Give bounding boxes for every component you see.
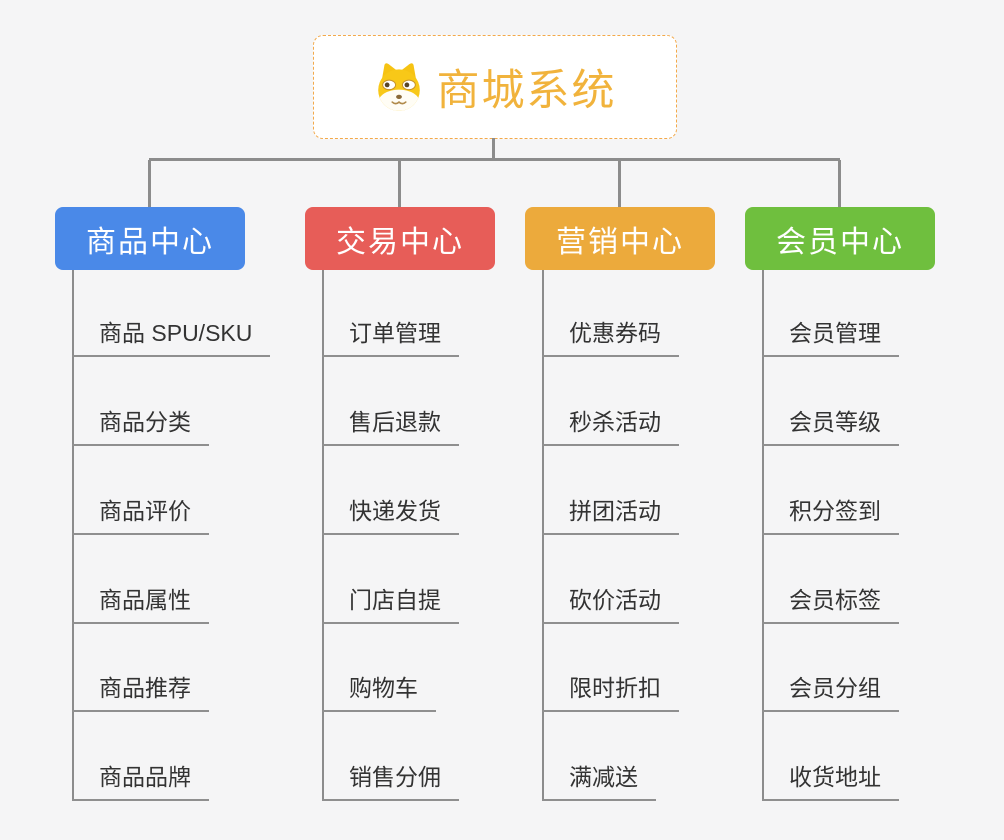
leaf-item[interactable]: 门店自提	[322, 584, 459, 624]
branch-node-product-center[interactable]: 商品中心	[55, 207, 245, 270]
doge-icon	[377, 63, 420, 111]
leaf-item[interactable]: 商品分类	[72, 406, 209, 446]
root-node[interactable]: 商城系统	[313, 35, 677, 139]
leaf-item[interactable]: 商品品牌	[72, 761, 209, 801]
leaf-item[interactable]: 积分签到	[762, 495, 899, 535]
connector-drop-marketing	[618, 160, 621, 207]
leaf-item[interactable]: 快递发货	[322, 495, 459, 535]
branch-node-trade-center[interactable]: 交易中心	[305, 207, 495, 270]
leaf-item[interactable]: 商品推荐	[72, 672, 209, 712]
branch-node-marketing-center[interactable]: 营销中心	[525, 207, 715, 270]
leaf-item[interactable]: 商品 SPU/SKU	[72, 317, 271, 357]
leaf-item[interactable]: 拼团活动	[542, 495, 679, 535]
root-title: 商城系统	[436, 67, 617, 115]
leaf-column-product: 商品 SPU/SKU 商品分类 商品评价 商品属性 商品推荐 商品品牌	[72, 270, 317, 805]
leaf-item[interactable]: 优惠券码	[542, 317, 679, 357]
leaf-item[interactable]: 限时折扣	[542, 672, 679, 712]
leaf-item[interactable]: 秒杀活动	[542, 406, 679, 446]
leaf-column-marketing: 优惠券码 秒杀活动 拼团活动 砍价活动 限时折扣 满减送	[542, 270, 787, 805]
leaf-item[interactable]: 满减送	[542, 761, 656, 801]
connector-spine	[72, 270, 74, 801]
connector-bus	[149, 158, 840, 161]
connector-drop-member	[838, 160, 841, 207]
leaf-column-trade: 订单管理 售后退款 快递发货 门店自提 购物车 销售分佣	[322, 270, 567, 805]
leaf-item[interactable]: 砍价活动	[542, 584, 679, 624]
leaf-item[interactable]: 订单管理	[322, 317, 459, 357]
connector-drop-product	[148, 160, 151, 207]
leaf-item[interactable]: 会员等级	[762, 406, 899, 446]
connector-spine	[322, 270, 324, 801]
connector-spine	[762, 270, 764, 801]
leaf-column-member: 会员管理 会员等级 积分签到 会员标签 会员分组 收货地址	[762, 270, 1004, 805]
leaf-item[interactable]: 购物车	[322, 672, 436, 712]
leaf-item[interactable]: 商品属性	[72, 584, 209, 624]
leaf-item[interactable]: 销售分佣	[322, 761, 459, 801]
connector-root-stub	[492, 138, 495, 160]
leaf-item[interactable]: 商品评价	[72, 495, 209, 535]
branch-node-member-center[interactable]: 会员中心	[745, 207, 935, 270]
connector-spine	[542, 270, 544, 801]
leaf-item[interactable]: 会员标签	[762, 584, 899, 624]
connector-drop-trade	[398, 160, 401, 207]
leaf-item[interactable]: 售后退款	[322, 406, 459, 446]
leaf-item[interactable]: 会员管理	[762, 317, 899, 357]
leaf-item[interactable]: 收货地址	[762, 761, 899, 801]
leaf-item[interactable]: 会员分组	[762, 672, 899, 712]
